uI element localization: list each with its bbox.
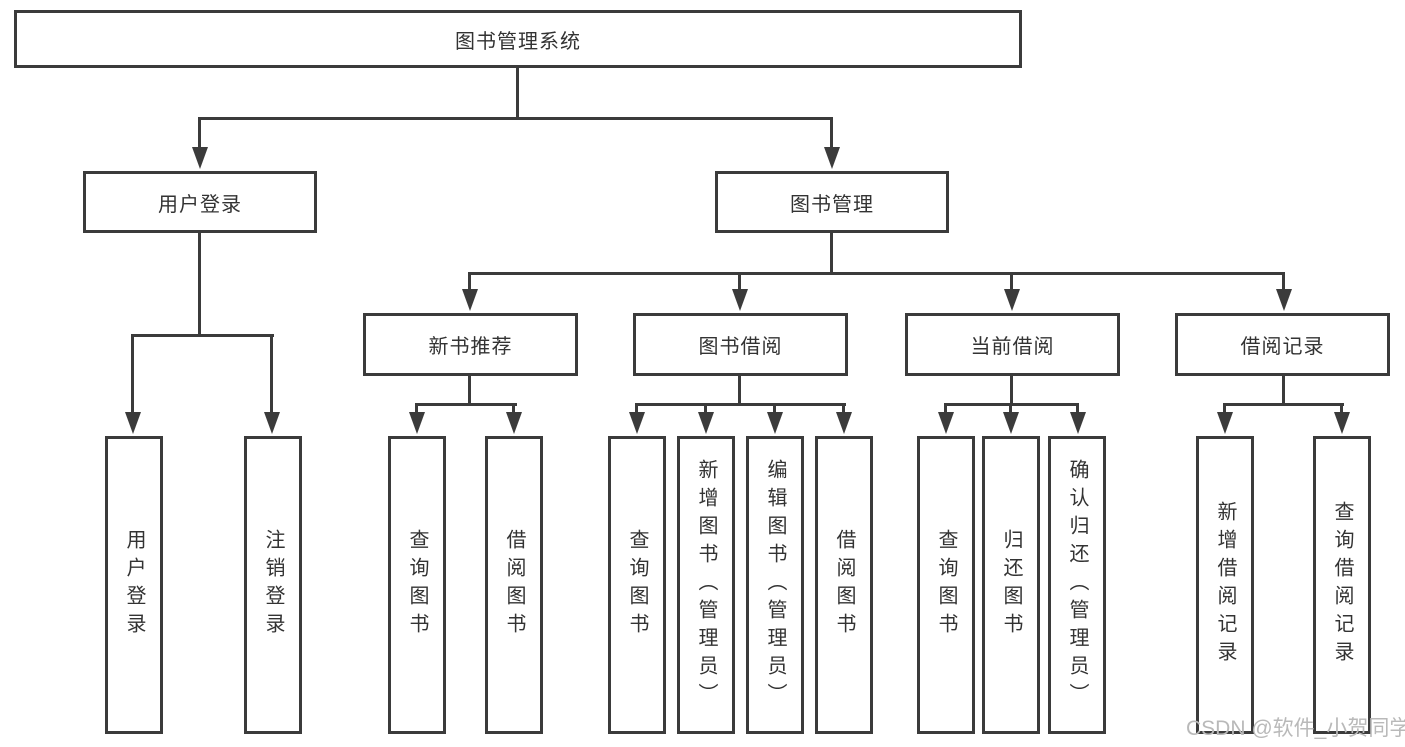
leaf-user-login: 用户登录 <box>105 436 163 734</box>
leaf-query-book-1: 查询图书 <box>388 436 446 734</box>
leaf-label: 新增借阅记录 <box>1214 501 1236 669</box>
arrow-down-icon <box>732 289 748 311</box>
arrow-down-icon <box>938 412 954 434</box>
csdn-watermark: CSDN @软件_小贺同学 <box>1186 717 1405 740</box>
connector-line <box>1282 272 1285 295</box>
connector-line <box>131 334 274 337</box>
leaf-query-borrow-record: 查询借阅记录 <box>1313 436 1371 734</box>
node-book-management: 图书管理 <box>715 171 949 233</box>
node-label: 用户登录 <box>158 193 242 216</box>
connector-line <box>635 403 846 406</box>
connector-line <box>830 231 833 275</box>
node-label: 新书推荐 <box>428 336 513 358</box>
leaf-add-book-admin: 新增图书（管理员） <box>677 436 735 734</box>
connector-line <box>830 117 833 155</box>
connector-line <box>512 403 515 419</box>
connector-line <box>198 231 201 336</box>
leaf-borrow-book-2: 借阅图书 <box>815 436 873 734</box>
leaf-label: 新增图书（管理员） <box>695 459 717 711</box>
connector-line <box>468 272 471 295</box>
connector-line <box>1076 403 1079 419</box>
arrow-down-icon <box>1276 289 1292 311</box>
node-label: 图书管理系统 <box>455 30 581 53</box>
node-label: 当前借阅 <box>970 336 1055 358</box>
connector-line <box>944 403 947 419</box>
leaf-add-borrow-record: 新增借阅记录 <box>1196 436 1254 734</box>
connector-line <box>635 403 638 419</box>
arrow-down-icon <box>1070 412 1086 434</box>
arrow-down-icon <box>1334 412 1350 434</box>
connector-line <box>198 117 833 120</box>
leaf-label: 查询图书 <box>626 529 648 641</box>
connector-line <box>842 403 845 419</box>
arrow-down-icon <box>1003 412 1019 434</box>
connector-line <box>704 403 707 419</box>
node-label: 借阅记录 <box>1240 336 1325 358</box>
arrow-down-icon <box>264 412 280 434</box>
arrow-down-icon <box>698 412 714 434</box>
node-library-management-system: 图书管理系统 <box>14 10 1022 68</box>
leaf-label: 借阅图书 <box>833 529 855 641</box>
node-borrowing-records: 借阅记录 <box>1175 313 1390 376</box>
arrow-down-icon <box>409 412 425 434</box>
node-label: 图书借阅 <box>698 336 783 358</box>
connector-line <box>738 272 741 295</box>
node-current-borrowing: 当前借阅 <box>905 313 1120 376</box>
node-label: 图书管理 <box>790 193 874 216</box>
leaf-label: 查询图书 <box>935 529 957 641</box>
leaf-label: 编辑图书（管理员） <box>764 459 786 711</box>
leaf-label: 确认归还（管理员） <box>1066 459 1088 711</box>
leaf-query-book-3: 查询图书 <box>917 436 975 734</box>
leaf-label: 归还图书 <box>1000 529 1022 641</box>
arrow-down-icon <box>1217 412 1233 434</box>
connector-line <box>1223 403 1226 419</box>
arrow-down-icon <box>629 412 645 434</box>
leaf-edit-book-admin: 编辑图书（管理员） <box>746 436 804 734</box>
connector-line <box>1340 403 1343 419</box>
connector-line <box>415 403 418 419</box>
arrow-down-icon <box>836 412 852 434</box>
leaf-label: 查询图书 <box>406 529 428 641</box>
connector-line <box>198 117 201 155</box>
connector-line <box>1010 272 1013 295</box>
connector-line <box>1223 403 1344 406</box>
leaf-label: 查询借阅记录 <box>1331 501 1353 669</box>
leaf-query-book-2: 查询图书 <box>608 436 666 734</box>
arrow-down-icon <box>125 412 141 434</box>
arrow-down-icon <box>1004 289 1020 311</box>
connector-line <box>415 403 517 406</box>
connector-line <box>270 334 273 414</box>
connector-line <box>516 66 519 119</box>
arrow-down-icon <box>462 289 478 311</box>
arrow-down-icon <box>824 147 840 169</box>
leaf-label: 注销登录 <box>262 529 284 641</box>
leaf-label: 用户登录 <box>123 529 145 641</box>
connector-line <box>738 374 741 405</box>
leaf-label: 借阅图书 <box>503 529 525 641</box>
arrow-down-icon <box>506 412 522 434</box>
connector-line <box>1010 374 1013 405</box>
connector-line <box>468 374 471 405</box>
node-book-borrowing: 图书借阅 <box>633 313 848 376</box>
arrow-down-icon <box>767 412 783 434</box>
arrow-down-icon <box>192 147 208 169</box>
connector-line <box>1282 374 1285 405</box>
leaf-confirm-return-admin: 确认归还（管理员） <box>1048 436 1106 734</box>
connector-line <box>468 272 1285 275</box>
node-new-book-recommend: 新书推荐 <box>363 313 578 376</box>
leaf-return-book: 归还图书 <box>982 436 1040 734</box>
connector-line <box>131 334 134 414</box>
node-user-login: 用户登录 <box>83 171 317 233</box>
connector-line <box>1009 403 1012 419</box>
leaf-logout: 注销登录 <box>244 436 302 734</box>
leaf-borrow-book-1: 借阅图书 <box>485 436 543 734</box>
connector-line <box>773 403 776 419</box>
